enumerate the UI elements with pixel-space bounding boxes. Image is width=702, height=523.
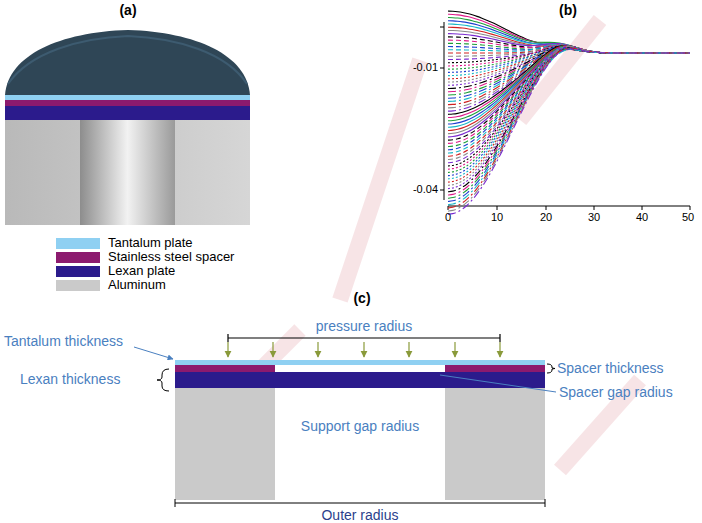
panel-label: (b): [559, 2, 577, 18]
dimension-label: pressure radius: [316, 318, 413, 334]
curve: [448, 37, 690, 53]
tick-label: 50: [682, 211, 694, 224]
curve: [448, 47, 690, 95]
support-gap: [80, 120, 175, 225]
legend-text: Lexan plate: [108, 264, 175, 279]
curve: [448, 46, 690, 179]
dimension-label: Tantalum thickness: [4, 333, 123, 349]
curve: [448, 47, 690, 169]
leaders: [134, 347, 556, 507]
curve: [448, 47, 690, 111]
curve: [448, 49, 690, 108]
dimension-label: Support gap radius: [301, 418, 419, 434]
curve: [448, 48, 690, 101]
panel-label: (c): [353, 290, 370, 306]
curve: [448, 49, 690, 188]
dimension-label: Spacer gap radius: [559, 384, 673, 400]
tick-label: 40: [636, 211, 648, 224]
aluminum-body: [5, 120, 250, 225]
curve: [448, 48, 690, 149]
pressure-arrows: [228, 334, 500, 357]
chart-axes: [440, 22, 690, 210]
curve: [448, 46, 690, 104]
curve: [448, 46, 690, 163]
tick-label: -0.04: [413, 183, 438, 196]
curve: [448, 48, 690, 192]
tick-label: 0: [445, 211, 451, 224]
tick-label: -0.01: [413, 61, 438, 74]
curve: [448, 48, 690, 59]
stack-render: [5, 30, 250, 225]
top-surface: [5, 30, 250, 95]
curve: [448, 45, 690, 82]
curve: [448, 49, 690, 166]
curve: [448, 49, 690, 156]
legend-swatch: [56, 266, 100, 277]
deflection-curves: [448, 11, 690, 214]
dimension-label: Outer radius: [321, 507, 398, 523]
curve: [448, 47, 690, 121]
tick-label: 20: [540, 211, 552, 224]
curve: [448, 46, 690, 115]
lexan-layer: [5, 106, 250, 120]
legend-text: Aluminum: [108, 278, 166, 293]
curve: [448, 48, 690, 85]
curve: [448, 47, 690, 79]
curve: [448, 49, 690, 183]
tantalum-layer: [5, 95, 250, 100]
dimension-label: Spacer thickness: [557, 360, 664, 376]
curve: [448, 48, 690, 176]
legend-text: Stainless steel spacer: [108, 250, 234, 265]
dimension-label: Lexan thickness: [20, 371, 120, 387]
curve: [448, 47, 690, 185]
legend-text: Tantalum plate: [108, 236, 193, 251]
curve: [448, 48, 690, 160]
tick-label: 30: [588, 211, 600, 224]
panel-label: (a): [119, 2, 136, 18]
curve: [448, 49, 690, 92]
cross-section: [175, 360, 545, 500]
legend-swatch: [56, 280, 100, 291]
curve: [448, 49, 690, 215]
steel-layer: [5, 100, 250, 106]
tick-label: 10: [491, 211, 503, 224]
curve: [448, 34, 690, 53]
legend-swatch: [56, 238, 100, 249]
curve: [448, 48, 690, 70]
legend-swatch: [56, 252, 100, 263]
curve: [448, 46, 690, 211]
